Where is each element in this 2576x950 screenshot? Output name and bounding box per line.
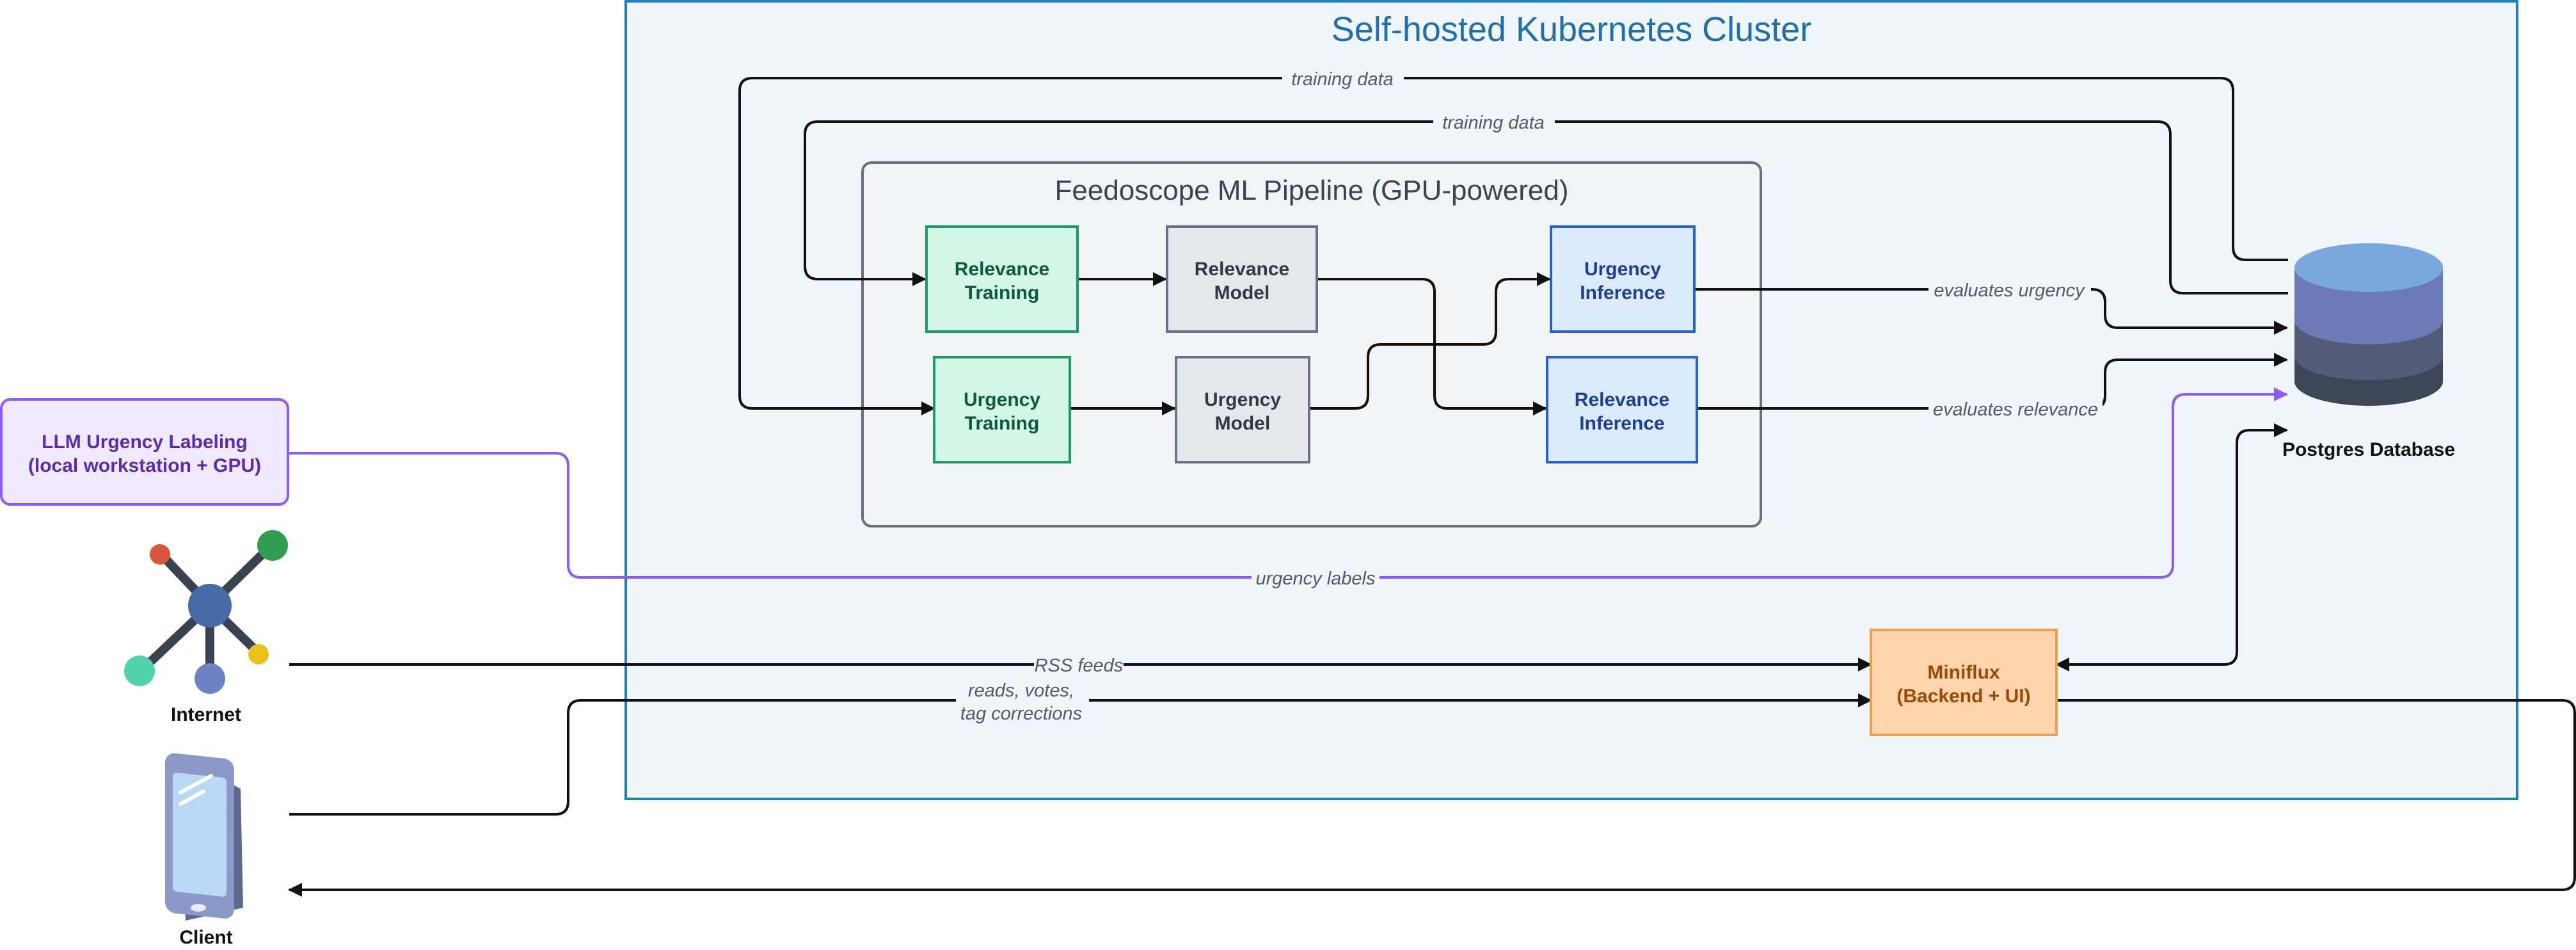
pipeline-box bbox=[861, 161, 1762, 527]
relevance-inference-line1: Relevance bbox=[1575, 389, 1669, 410]
node-miniflux[interactable]: Miniflux (Backend + UI) bbox=[1870, 629, 2058, 736]
node-urgency-inference[interactable]: Urgency Inference bbox=[1550, 225, 1696, 333]
pipeline-title: Feedoscope ML Pipeline (GPU-powered) bbox=[1055, 175, 1569, 206]
ml-pipeline: Feedoscope ML Pipeline (GPU-powered) bbox=[861, 161, 1762, 527]
relevance-model-line2: Model bbox=[1214, 282, 1270, 303]
node-relevance-training[interactable]: Relevance Training bbox=[925, 225, 1079, 333]
urgency-training-line2: Training bbox=[965, 413, 1040, 434]
label-tag-corrections: tag corrections bbox=[960, 704, 1082, 724]
node-llm-urgency-labeling[interactable]: LLM Urgency Labeling (local workstation … bbox=[0, 398, 289, 506]
edge-reads-votes bbox=[289, 693, 1872, 816]
internet-label: Internet bbox=[171, 704, 241, 725]
relevance-model-line1: Relevance bbox=[1195, 259, 1289, 280]
label-training-data-outer: training data bbox=[1291, 69, 1394, 90]
relevance-inference-line2: Inference bbox=[1579, 413, 1664, 434]
urgency-model-line1: Urgency bbox=[1204, 389, 1281, 410]
urgency-inference-line1: Urgency bbox=[1584, 259, 1661, 280]
llm-labeling-line2: (local workstation + GPU) bbox=[28, 455, 261, 476]
relevance-training-line1: Relevance bbox=[955, 259, 1049, 280]
label-rss-feeds: RSS feeds bbox=[1035, 656, 1124, 676]
network-hub-icon bbox=[124, 530, 288, 694]
edges bbox=[288, 77, 2576, 897]
database-cylinder-icon[interactable] bbox=[2294, 243, 2443, 406]
miniflux-line2: (Backend + UI) bbox=[1896, 686, 2030, 707]
postgres-label: Postgres Database bbox=[2282, 439, 2455, 460]
cluster-title: Self-hosted Kubernetes Cluster bbox=[1332, 10, 1811, 49]
edge-urgency-inference-to-db bbox=[1694, 288, 2288, 335]
urgency-training-line1: Urgency bbox=[964, 389, 1040, 410]
relevance-training-line2: Training bbox=[965, 282, 1040, 303]
client-label: Client bbox=[179, 927, 232, 948]
node-relevance-inference[interactable]: Relevance Inference bbox=[1546, 356, 1698, 463]
edge-urgency-model-to-inference bbox=[1309, 272, 1551, 410]
edge-miniflux-to-client bbox=[288, 699, 2576, 897]
label-urgency-labels: urgency labels bbox=[1256, 568, 1376, 589]
node-relevance-model[interactable]: Relevance Model bbox=[1166, 225, 1318, 333]
edge-miniflux-db bbox=[2055, 423, 2288, 672]
miniflux-line1: Miniflux bbox=[1927, 662, 2000, 683]
edge-training-data-outer bbox=[738, 77, 2288, 415]
label-evaluates-urgency: evaluates urgency bbox=[1934, 280, 2085, 301]
urgency-model-line2: Model bbox=[1215, 413, 1271, 434]
urgency-inference-line2: Inference bbox=[1580, 282, 1665, 303]
node-urgency-model[interactable]: Urgency Model bbox=[1175, 356, 1310, 463]
node-urgency-training[interactable]: Urgency Training bbox=[933, 356, 1071, 463]
label-reads-votes: reads, votes, bbox=[968, 680, 1074, 701]
llm-labeling-line1: LLM Urgency Labeling bbox=[42, 431, 248, 453]
smartphone-icon bbox=[165, 753, 243, 921]
label-training-data-inner: training data bbox=[1442, 113, 1545, 133]
edge-labels: training data training data evaluates ur… bbox=[956, 67, 2103, 724]
label-evaluates-relevance: evaluates relevance bbox=[1933, 399, 2098, 420]
